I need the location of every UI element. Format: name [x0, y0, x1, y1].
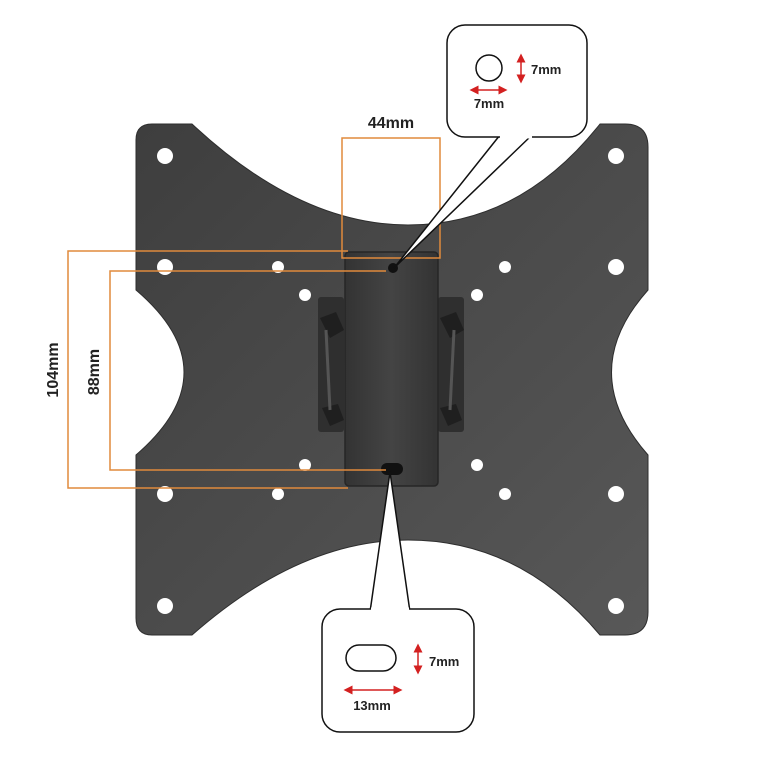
dimension-box-104mm	[67, 250, 348, 489]
mounting-hole	[471, 459, 483, 471]
bottom-callout: 7mm 13mm	[321, 607, 475, 733]
mounting-holes	[157, 148, 624, 614]
mounting-hole	[471, 289, 483, 301]
label-88mm: 88mm	[86, 349, 103, 395]
oval-slot-icon	[345, 644, 397, 672]
mounting-hole	[299, 289, 311, 301]
mounting-hole	[608, 148, 624, 164]
top-callout-box	[446, 24, 588, 138]
mounting-hole	[157, 486, 173, 502]
bottom-callout-box	[321, 608, 475, 733]
mounting-hole	[157, 148, 173, 164]
round-hole-icon	[475, 54, 503, 82]
mounting-hole	[299, 459, 311, 471]
mounting-hole	[157, 598, 173, 614]
mounting-hole	[272, 261, 284, 273]
dimension-lines	[67, 137, 441, 489]
dimension-box-44mm	[341, 137, 441, 259]
top-hole-height-label: 7mm	[531, 62, 561, 77]
mounting-hole	[499, 488, 511, 500]
mounting-hole	[272, 488, 284, 500]
mounting-hole	[157, 259, 173, 275]
dimension-box-88mm	[109, 270, 386, 471]
bracket-bottom-slot	[381, 463, 403, 475]
mounting-hole	[608, 259, 624, 275]
top-hole-width-label: 7mm	[474, 96, 504, 111]
label-44mm: 44mm	[368, 115, 414, 132]
mounting-hole	[608, 486, 624, 502]
bottom-slot-width-label: 13mm	[353, 698, 391, 713]
bottom-slot-height-label: 7mm	[429, 654, 459, 669]
tilt-bracket-right	[438, 297, 464, 432]
top-callout: 7mm 7mm	[446, 24, 588, 139]
tilt-bracket-left	[318, 297, 344, 432]
mounting-hole	[499, 261, 511, 273]
mounting-hole	[608, 598, 624, 614]
wall-bracket	[344, 251, 439, 487]
label-104mm: 104mm	[45, 342, 62, 397]
